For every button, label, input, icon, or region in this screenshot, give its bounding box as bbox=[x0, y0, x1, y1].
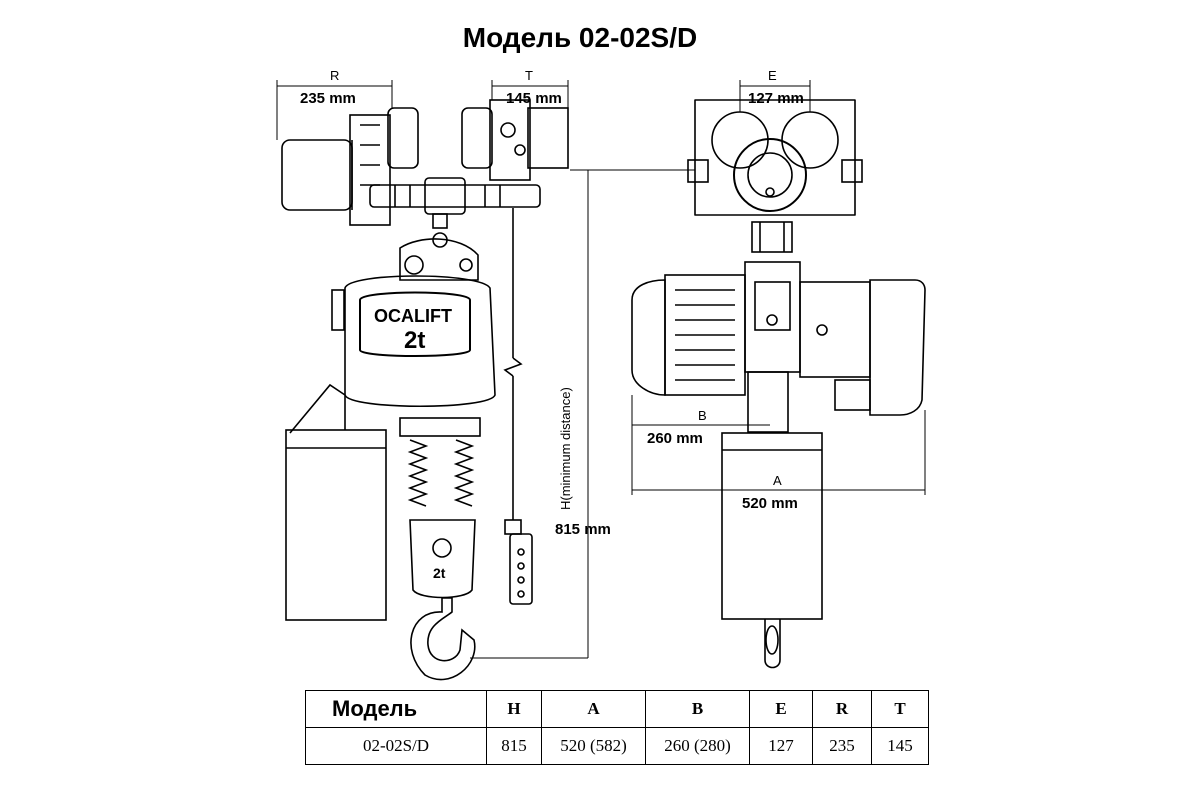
dimension-B-value: 260 mm bbox=[647, 430, 703, 447]
page-title: Модель 02-02S/D bbox=[462, 22, 698, 53]
cell-H: 815 bbox=[486, 727, 542, 765]
header-T: T bbox=[871, 690, 929, 728]
hoist-body-left-view bbox=[285, 238, 533, 681]
hoist-capacity-label: 2t bbox=[404, 327, 425, 354]
dimension-T-letter: T bbox=[525, 68, 533, 83]
dimension-A-value: 520 mm bbox=[742, 495, 798, 512]
hoist-brand-label: OCALIFT bbox=[374, 306, 452, 326]
dimension-E-value: 127 mm bbox=[748, 90, 804, 107]
dimension-B-letter: B bbox=[698, 408, 707, 423]
dimension-R-letter: R bbox=[330, 68, 339, 83]
cell-model: 02-02S/D bbox=[305, 727, 487, 765]
header-H: H bbox=[486, 690, 542, 728]
spec-table: Модель H A B E R T 02-02S/D 815 520 (582… bbox=[305, 690, 929, 765]
cell-R: 235 bbox=[812, 727, 872, 765]
table-header-row: Модель H A B E R T bbox=[305, 690, 929, 728]
hoist-technical-drawing: R 235 mm T 145 mm E 127 mm B 260 mm A 52… bbox=[276, 68, 926, 681]
cell-T: 145 bbox=[871, 727, 929, 765]
hook-capacity-label: 2t bbox=[433, 565, 446, 581]
dimension-E-letter: E bbox=[768, 68, 777, 83]
dimension-A-letter: A bbox=[773, 473, 782, 488]
cell-B: 260 (280) bbox=[645, 727, 750, 765]
hoist-side-view bbox=[631, 99, 926, 669]
trolley-left-view bbox=[281, 99, 569, 250]
dimension-R-value: 235 mm bbox=[300, 90, 356, 107]
table-row: 02-02S/D 815 520 (582) 260 (280) 127 235… bbox=[305, 727, 929, 765]
dimension-lines bbox=[276, 80, 926, 659]
header-A: A bbox=[541, 690, 646, 728]
header-R: R bbox=[812, 690, 872, 728]
header-model: Модель bbox=[305, 690, 487, 728]
dimension-T-value: 145 mm bbox=[506, 90, 562, 107]
header-B: B bbox=[645, 690, 750, 728]
header-E: E bbox=[749, 690, 813, 728]
cell-A: 520 (582) bbox=[541, 727, 646, 765]
dimension-H-value: 815 mm bbox=[555, 521, 611, 538]
cell-E: 127 bbox=[749, 727, 813, 765]
dimension-H-letter: H(minimum distance) bbox=[558, 387, 573, 510]
